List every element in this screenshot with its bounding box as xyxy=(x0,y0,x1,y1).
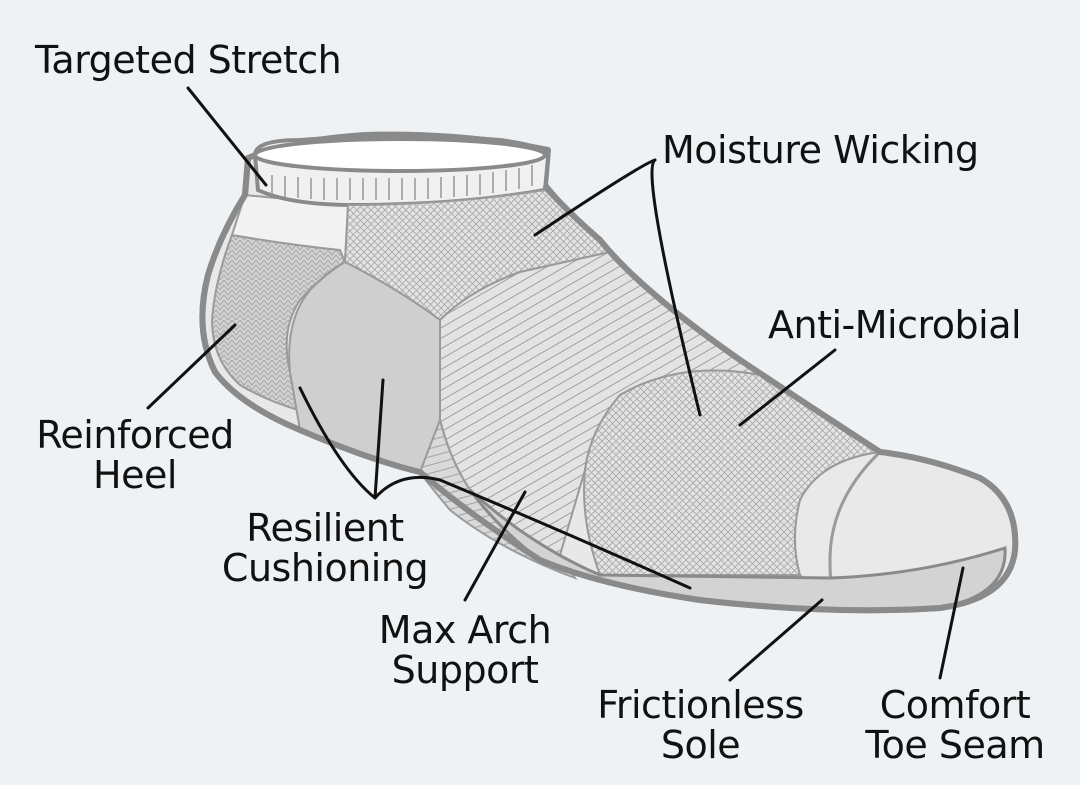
leader-frictionless-sole xyxy=(728,598,824,682)
label-comfort-toe-seam: Comfort Toe Seam xyxy=(865,683,1045,767)
leader-targeted-stretch xyxy=(186,86,268,187)
leader-anti-microbial xyxy=(738,348,837,427)
leader-max-arch-support xyxy=(463,490,527,602)
label-frictionless-sole: Frictionless Sole xyxy=(597,683,804,767)
label-reinforced-heel: Reinforced Heel xyxy=(36,413,234,497)
leader-resilient-cushioning xyxy=(298,378,692,590)
label-targeted-stretch: Targeted Stretch xyxy=(35,38,342,82)
leader-moisture-wicking xyxy=(533,158,702,417)
label-anti-microbial: Anti-Microbial xyxy=(768,303,1022,347)
leader-comfort-toe-seam xyxy=(938,566,965,680)
label-moisture-wicking: Moisture Wicking xyxy=(662,128,979,172)
leader-lines xyxy=(146,86,965,682)
label-resilient-cushioning: Resilient Cushioning xyxy=(221,506,429,590)
leader-reinforced-heel xyxy=(146,323,237,410)
label-max-arch-support: Max Arch Support xyxy=(378,608,552,692)
